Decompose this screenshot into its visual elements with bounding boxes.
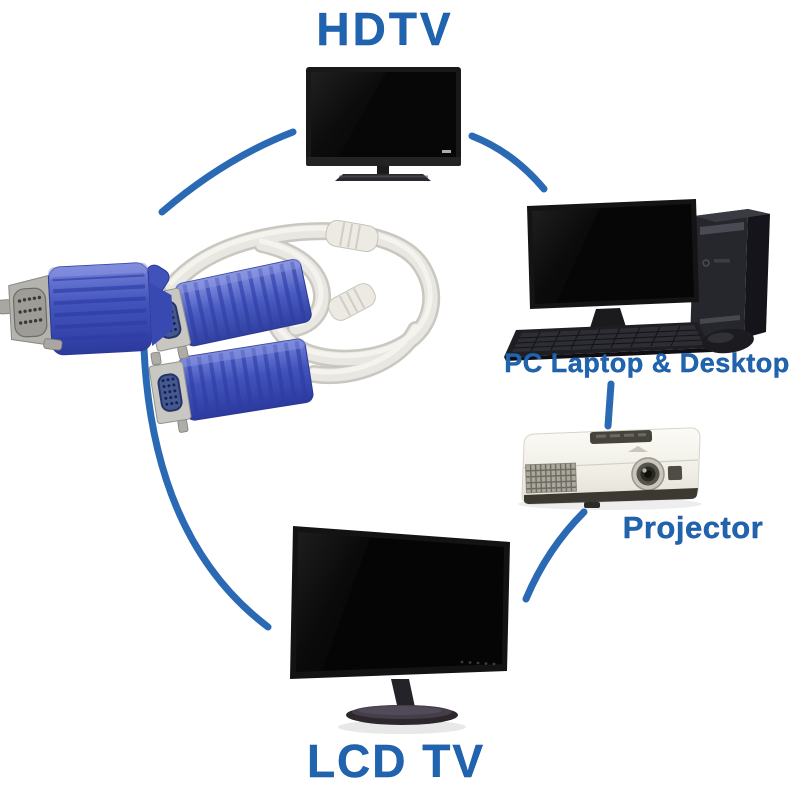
hdtv-image xyxy=(306,67,461,181)
pc-tower-power xyxy=(702,259,710,267)
hdtv-label: HDTV xyxy=(316,3,454,55)
pc-keyboard xyxy=(504,322,712,361)
projector-lens xyxy=(631,457,665,491)
cable-ferrite-1 xyxy=(325,219,379,253)
hdtv-stand-highlight xyxy=(339,175,428,178)
pc-image xyxy=(504,199,770,361)
pc-monitor xyxy=(527,199,699,336)
lcd-tv-label: LCD TV xyxy=(306,735,486,787)
arc-cable-to-hdtv xyxy=(158,128,297,216)
hdtv-logo xyxy=(442,150,451,153)
projector-sensor xyxy=(667,465,683,481)
hdtv-stand-neck xyxy=(377,166,389,174)
arc-cable-to-lcdtv xyxy=(140,345,272,631)
hdtv-bottom-bezel xyxy=(306,157,461,166)
male-dsub-face xyxy=(12,287,48,338)
projector-base-strip xyxy=(524,488,698,504)
female2-screw-top xyxy=(150,351,162,366)
female2-screw-bottom xyxy=(177,419,189,433)
projector-grille xyxy=(525,462,577,494)
projector-vent-notch xyxy=(628,446,648,452)
pc-tower-drive xyxy=(700,222,744,235)
pc-mouse xyxy=(702,328,754,354)
projector-label: Projector xyxy=(622,510,764,545)
hdtv-screen-gloss xyxy=(311,72,386,157)
pc-label: PC Laptop & Desktop xyxy=(504,348,790,378)
male-pins xyxy=(17,295,43,325)
projector-top-panel xyxy=(589,430,653,444)
pc-tower-brand xyxy=(700,315,740,324)
male-housing-rear xyxy=(148,282,174,347)
projector-image xyxy=(518,427,702,510)
male-thumbscrew-right xyxy=(43,338,63,351)
female2-holes xyxy=(161,377,179,406)
pc-monitor-stand xyxy=(589,308,627,331)
lcdtv-buttons xyxy=(460,660,496,666)
arc-hdtv-to-pc xyxy=(468,132,548,193)
pc-tower xyxy=(690,209,770,342)
arc-projector-to-lcdtv xyxy=(522,508,588,603)
vga-male-connector xyxy=(0,262,174,356)
lcd-tv-image xyxy=(290,526,510,734)
line-pc-to-projector xyxy=(604,380,615,430)
vga-female-connector-1 xyxy=(145,259,312,360)
cable-ferrite-2 xyxy=(328,283,376,321)
vga-splitter-image xyxy=(0,219,441,433)
projector-foot xyxy=(584,502,600,508)
vga-female-connector-2 xyxy=(148,338,314,433)
female1-screw-bottom xyxy=(177,345,189,360)
connection-arcs xyxy=(140,128,615,631)
